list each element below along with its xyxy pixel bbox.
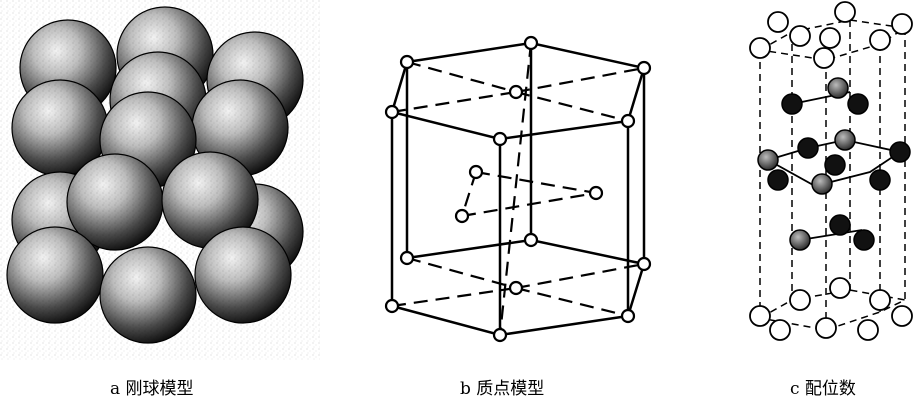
atom-filled — [829, 214, 851, 236]
rigid-sphere-illustration — [0, 0, 320, 360]
atom-open — [789, 25, 811, 47]
atom-open — [829, 277, 851, 299]
atom-node — [468, 164, 484, 180]
atom-node — [523, 232, 539, 248]
atom-open — [869, 289, 891, 311]
atom-open — [869, 29, 891, 51]
atom-open — [789, 289, 811, 311]
atom-filled — [781, 93, 803, 115]
atom-node — [492, 327, 508, 343]
caption-b: b 质点模型 — [460, 379, 545, 399]
coordination-number-diagram — [749, 1, 913, 341]
atom-node — [620, 113, 636, 129]
atom-filled — [889, 141, 911, 163]
atom-filled — [869, 169, 891, 191]
atom-node — [454, 208, 470, 224]
atom-open — [813, 47, 835, 69]
atom-node — [384, 298, 400, 314]
atom-filled — [827, 77, 849, 99]
panel-a-rigid-sphere-model: a 刚球模型 — [0, 0, 320, 406]
panel-c-coordination-number: c 配位数 — [740, 0, 917, 406]
atom-filled — [834, 129, 856, 151]
atom-node — [588, 185, 604, 201]
panel-b-point-model: b 质点模型 — [370, 0, 670, 406]
atom-node — [636, 256, 652, 272]
atom-open — [769, 319, 791, 341]
atom-open — [891, 13, 913, 35]
atom-node — [508, 280, 524, 296]
caption-a: a 刚球模型 — [110, 379, 194, 399]
atom-filled — [824, 154, 846, 176]
atom-filled — [811, 173, 833, 195]
atom-open — [857, 319, 879, 341]
atom-node — [492, 131, 508, 147]
atom-node — [620, 308, 636, 324]
atom-node — [508, 84, 524, 100]
atom-filled — [757, 149, 779, 171]
atom-filled — [767, 169, 789, 191]
atom-open — [834, 1, 856, 23]
atom-open — [767, 11, 789, 33]
atom-node — [399, 54, 415, 70]
atom-node — [384, 104, 400, 120]
atom-filled — [853, 229, 875, 251]
hcp-point-model-diagram — [384, 35, 652, 343]
caption-c: c 配位数 — [790, 379, 856, 399]
atom-open — [749, 305, 771, 327]
atom-filled — [797, 137, 819, 159]
atom-node — [523, 35, 539, 51]
atom-node — [636, 60, 652, 76]
atom-open — [819, 27, 841, 49]
atom-open — [749, 37, 771, 59]
atom-filled — [847, 93, 869, 115]
atom-open — [891, 305, 913, 327]
atom-filled — [789, 229, 811, 251]
atom-node — [399, 250, 415, 266]
atom-open — [815, 317, 837, 339]
